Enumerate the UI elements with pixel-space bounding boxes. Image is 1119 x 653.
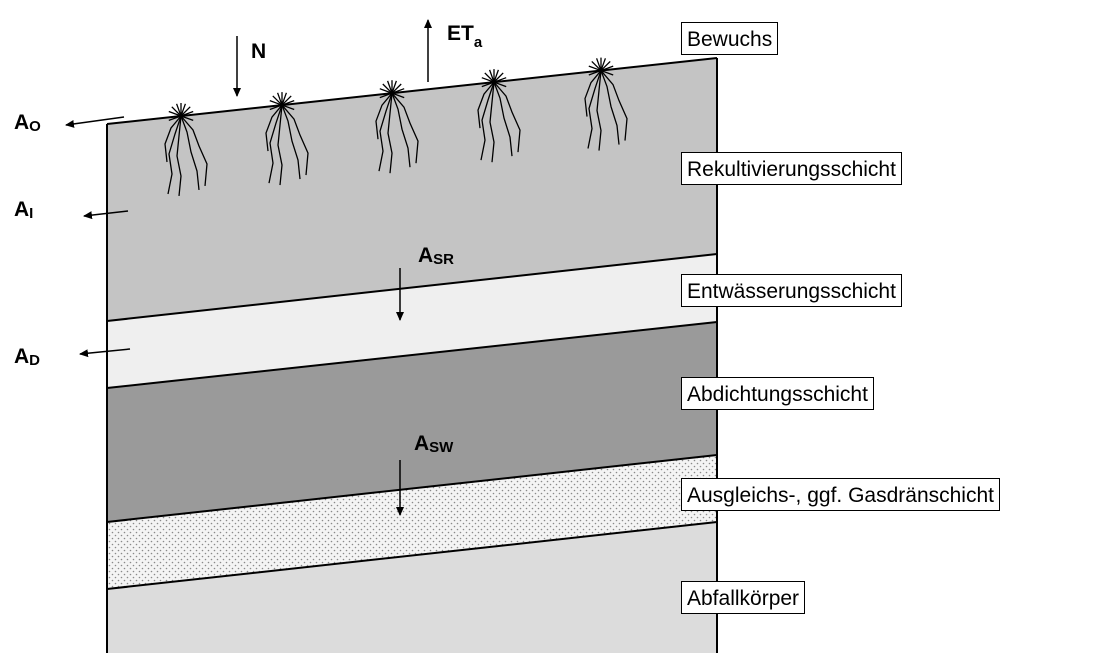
interflow-arrow [83,210,129,220]
leveling-gas-drainage-layer [107,455,717,589]
vegetation-plants [164,57,628,197]
label-sealing-layer: Abdichtungsschicht [681,377,874,410]
label-waste-body: Abfallkörper [681,581,806,614]
drainage-runoff-arrow [79,348,131,358]
plant-4 [477,69,521,163]
drainage-layer [107,254,717,388]
label-drainage-layer: Entwässerungsschicht [681,274,902,307]
label-leveling-layer: Ausgleichs-, ggf. Gasdränschicht [681,478,1000,511]
plant-2 [265,92,309,186]
plant-3 [375,80,419,174]
drainage-runoff-label: AD [14,345,40,369]
flux-arrows [65,19,432,516]
plant-1 [164,103,208,197]
surface-runoff-label: AO [14,111,41,135]
waste-body-layer [107,522,717,653]
surface-runoff-arrow [65,116,125,128]
interflow-label: AI [14,198,33,222]
label-vegetation: Bewuchs [681,22,779,55]
recultivation-layer [107,58,717,321]
seepage-sealing-label: ASW [414,432,454,456]
plant-5 [584,57,628,151]
seepage-recultivation-label: ASR [418,244,454,268]
label-recultivation-layer: Rekultivierungsschicht [681,152,902,185]
evapotranspiration-label: ETa [447,22,483,51]
precipitation-label: N [251,40,266,63]
